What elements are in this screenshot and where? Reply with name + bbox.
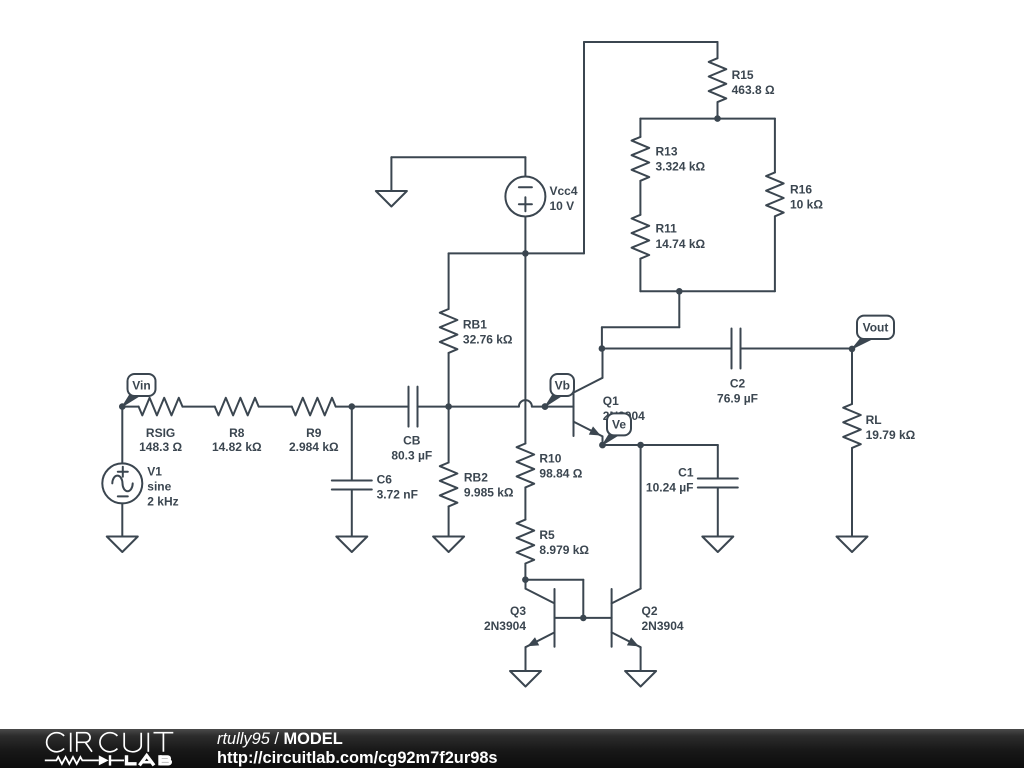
svg-text:CB: CB (403, 433, 421, 447)
svg-text:R9: R9 (306, 426, 322, 440)
svg-text:R13: R13 (656, 144, 678, 158)
svg-text:R10: R10 (539, 451, 561, 465)
svg-text:RB2: RB2 (464, 471, 488, 485)
svg-text:C6: C6 (377, 472, 393, 486)
svg-text:2N3904: 2N3904 (642, 619, 684, 633)
svg-text:19.79 kΩ: 19.79 kΩ (866, 428, 916, 442)
svg-text:RB1: RB1 (463, 318, 487, 332)
svg-text:V1: V1 (147, 465, 162, 479)
svg-text:Ve: Ve (612, 418, 626, 432)
svg-text:148.3 Ω: 148.3 Ω (139, 440, 182, 454)
svg-text:9.985 kΩ: 9.985 kΩ (464, 486, 514, 500)
svg-text:8.979 kΩ: 8.979 kΩ (539, 543, 589, 557)
svg-text:R15: R15 (732, 68, 754, 82)
svg-text:2.984 kΩ: 2.984 kΩ (289, 440, 339, 454)
svg-text:Vb: Vb (555, 378, 570, 392)
svg-text:2N3904: 2N3904 (484, 619, 526, 633)
svg-text:10 kΩ: 10 kΩ (790, 198, 823, 212)
svg-text:R8: R8 (229, 426, 245, 440)
svg-text:Q2: Q2 (642, 604, 658, 618)
svg-text:C1: C1 (678, 466, 694, 480)
svg-text:14.82 kΩ: 14.82 kΩ (212, 440, 262, 454)
svg-text:R11: R11 (656, 222, 678, 236)
svg-text:sine: sine (147, 480, 171, 494)
svg-text:RL: RL (866, 413, 882, 427)
svg-text:10 V: 10 V (550, 199, 575, 213)
svg-text:76.9 µF: 76.9 µF (717, 392, 758, 406)
svg-text:R16: R16 (790, 182, 812, 196)
svg-text:C2: C2 (730, 377, 746, 391)
svg-text:Vin: Vin (132, 378, 150, 392)
svg-text:R5: R5 (539, 528, 555, 542)
svg-text:Q3: Q3 (510, 604, 526, 618)
svg-text:80.3 µF: 80.3 µF (391, 448, 432, 462)
svg-text:Vcc4: Vcc4 (550, 184, 578, 198)
svg-text:3.324 kΩ: 3.324 kΩ (656, 160, 706, 174)
svg-text:98.84 Ω: 98.84 Ω (539, 466, 582, 480)
svg-text:2 kHz: 2 kHz (147, 495, 178, 509)
svg-text:463.8 Ω: 463.8 Ω (732, 83, 775, 97)
svg-text:32.76 kΩ: 32.76 kΩ (463, 333, 513, 347)
svg-text:Q1: Q1 (603, 394, 619, 408)
svg-text:3.72 nF: 3.72 nF (377, 487, 418, 501)
svg-text:Vout: Vout (863, 321, 889, 335)
svg-text:RSIG: RSIG (146, 426, 175, 440)
svg-text:10.24 µF: 10.24 µF (646, 481, 694, 495)
svg-text:14.74 kΩ: 14.74 kΩ (656, 237, 706, 251)
